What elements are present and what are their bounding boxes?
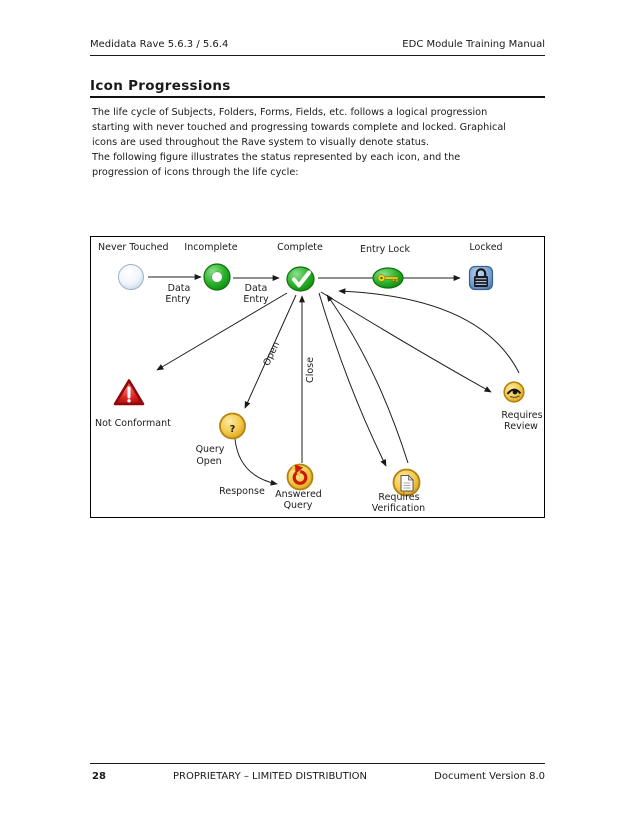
data-entry-2-label-line1: Data bbox=[245, 283, 268, 294]
locked-icon bbox=[468, 265, 494, 291]
figure-intro-paragraph: The following figure illustrates the sta… bbox=[92, 150, 562, 180]
paragraph-line: The following figure illustrates the sta… bbox=[92, 152, 461, 163]
page-header: Medidata Rave 5.6.3 / 5.6.4 EDC Module T… bbox=[90, 39, 545, 56]
section-heading: Icon Progressions bbox=[90, 78, 545, 98]
requires-review-label-line2: Review bbox=[504, 421, 538, 432]
data-entry-1-label-line1: Data bbox=[168, 283, 191, 294]
header-left-title: Medidata Rave 5.6.3 / 5.6.4 bbox=[90, 39, 229, 50]
arrow-complete-to-requires-verification bbox=[318, 292, 387, 467]
arrow-complete-to-not-conformant bbox=[156, 292, 288, 371]
data-entry-2-label-line2: Entry bbox=[243, 294, 269, 305]
query-open-label-line2: Open bbox=[196, 456, 221, 467]
never-touched-icon bbox=[118, 264, 144, 290]
answered-query-label-line1: Answered bbox=[275, 489, 322, 500]
requires-review-icon bbox=[503, 381, 525, 403]
arrow-requires-verification-to-complete bbox=[326, 294, 409, 464]
paragraph-line: progression of icons through the life cy… bbox=[92, 167, 299, 178]
open-edge-label: Open bbox=[261, 340, 282, 368]
padlock-glyph bbox=[474, 268, 488, 287]
not-conformant-icon bbox=[113, 379, 145, 406]
close-edge-label: Close bbox=[305, 357, 316, 383]
response-edge-label: Response bbox=[219, 486, 265, 497]
diagram-node-labels: Never Touched Incomplete Complete Entry … bbox=[95, 242, 543, 514]
requires-verification-label-line2: Verification bbox=[372, 503, 425, 514]
data-entry-1-label-line2: Entry bbox=[165, 294, 191, 305]
arrow-requires-review-to-complete bbox=[338, 288, 520, 374]
refresh-arrow-glyph bbox=[291, 464, 308, 485]
intro-paragraph: The life cycle of Subjects, Folders, For… bbox=[92, 105, 562, 150]
not-conformant-label: Not Conformant bbox=[95, 418, 171, 429]
never-touched-label: Never Touched bbox=[98, 242, 169, 253]
incomplete-label: Incomplete bbox=[184, 242, 237, 253]
entry-lock-label: Entry Lock bbox=[360, 244, 410, 255]
icon-progression-figure: ? bbox=[90, 236, 545, 518]
page-number: 28 bbox=[92, 771, 106, 782]
diagram-edge-labels: Data Entry Data Entry Open Close Respons… bbox=[165, 283, 316, 497]
paragraph-line: The life cycle of Subjects, Folders, For… bbox=[92, 107, 488, 118]
locked-label: Locked bbox=[469, 242, 502, 253]
icon-progression-diagram: ? bbox=[95, 242, 543, 514]
header-right-title: EDC Module Training Manual bbox=[402, 39, 545, 50]
entry-lock-icon bbox=[372, 267, 404, 289]
exclamation-glyph bbox=[127, 386, 131, 403]
requires-review-label-line1: Requires bbox=[501, 410, 542, 421]
paragraph-line: icons are used throughout the Rave syste… bbox=[92, 137, 430, 148]
question-mark-glyph: ? bbox=[230, 424, 236, 435]
footer-distribution-notice: PROPRIETARY – LIMITED DISTRIBUTION bbox=[173, 771, 368, 782]
arrow-query-open-to-answered-query-response bbox=[234, 438, 278, 486]
requires-verification-icon bbox=[392, 468, 421, 497]
complete-icon bbox=[286, 266, 315, 292]
paragraph-line: starting with never touched and progress… bbox=[92, 122, 506, 133]
footer-document-version: Document Version 8.0 bbox=[434, 771, 545, 782]
query-open-icon: ? bbox=[219, 412, 246, 440]
key-glyph bbox=[377, 274, 399, 283]
arrow-complete-to-query-open bbox=[244, 294, 297, 409]
document-glyph bbox=[400, 474, 414, 492]
checkmark-glyph bbox=[292, 270, 311, 288]
incomplete-icon bbox=[203, 263, 231, 291]
requires-verification-label-line1: Requires bbox=[378, 492, 419, 503]
query-open-label-line1: Query bbox=[196, 444, 225, 455]
page-footer: 28 PROPRIETARY – LIMITED DISTRIBUTION Do… bbox=[90, 763, 545, 786]
complete-label: Complete bbox=[277, 242, 323, 253]
answered-query-label-line2: Query bbox=[284, 500, 313, 511]
diagram-arrows bbox=[148, 274, 520, 486]
answered-query-icon bbox=[286, 463, 314, 491]
arrow-complete-to-requires-review bbox=[320, 291, 492, 393]
eye-glyph bbox=[506, 388, 522, 398]
